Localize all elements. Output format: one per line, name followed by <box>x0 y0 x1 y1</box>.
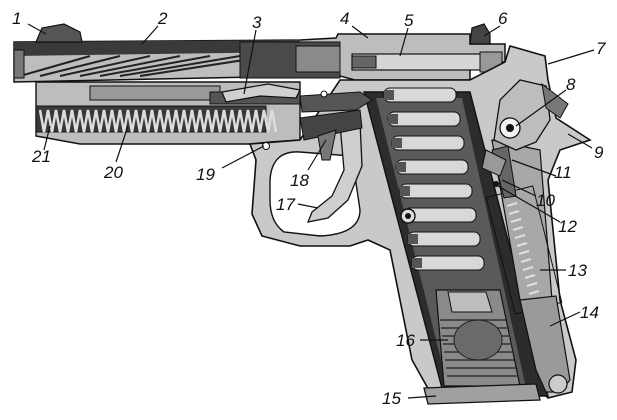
label-5: 5 <box>404 11 414 30</box>
slide <box>13 23 506 83</box>
label-15: 15 <box>382 389 401 408</box>
label-21: 21 <box>31 147 51 166</box>
part-numbers: 1 2 3 4 5 6 7 8 9 10 11 12 13 14 15 16 1… <box>12 9 606 408</box>
slide-stop <box>221 83 301 103</box>
muzzle <box>13 49 25 79</box>
label-9: 9 <box>594 143 604 162</box>
trigger <box>299 109 363 223</box>
label-14: 14 <box>580 303 599 322</box>
hammer-assembly <box>481 79 569 199</box>
rear-sight <box>469 23 491 45</box>
label-17: 17 <box>276 195 295 214</box>
trigger-bar <box>299 91 373 113</box>
slide-serrations <box>19 55 271 77</box>
label-19: 19 <box>196 165 215 184</box>
label-2: 2 <box>157 9 168 28</box>
label-6: 6 <box>498 9 508 28</box>
label-12: 12 <box>558 217 577 236</box>
recoil-spring <box>38 109 278 133</box>
label-18: 18 <box>290 171 309 190</box>
label-20: 20 <box>103 163 123 182</box>
label-7: 7 <box>596 39 606 58</box>
label-13: 13 <box>568 261 587 280</box>
label-3: 3 <box>252 13 262 32</box>
front-sight <box>35 23 83 43</box>
label-8: 8 <box>566 75 576 94</box>
trigger-guard-opening <box>269 151 361 237</box>
magazine-spring <box>435 289 521 387</box>
frame-front <box>35 81 301 145</box>
cartridge-stack <box>383 87 485 271</box>
label-11: 11 <box>554 163 572 182</box>
leader-lines <box>27 23 595 399</box>
trigger-pin <box>262 142 270 150</box>
magazine-base-plate <box>423 383 541 405</box>
label-4: 4 <box>340 9 349 28</box>
label-16: 16 <box>396 331 415 350</box>
label-10: 10 <box>536 191 555 210</box>
label-1: 1 <box>12 9 21 28</box>
